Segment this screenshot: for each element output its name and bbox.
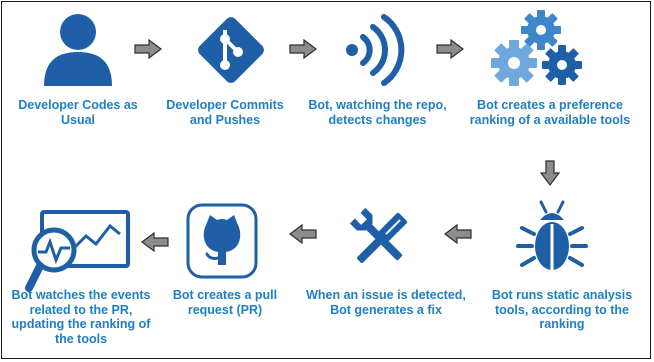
git-icon xyxy=(193,12,269,88)
tools-icon xyxy=(346,204,416,274)
step-label-commits-pushes: Developer Commits and Pushes xyxy=(166,98,284,127)
arrow-right-3 xyxy=(436,39,464,59)
arrow-left-3 xyxy=(141,232,169,252)
step-label-watches-events: Bot watches the events related to the PR… xyxy=(11,288,151,346)
arrow-right-2 xyxy=(289,39,317,59)
step-label-creates-pr: Bot creates a pull request (PR) xyxy=(172,288,278,317)
arrow-right-1 xyxy=(134,39,162,59)
step-label-developer-codes: Developer Codes as Usual xyxy=(18,98,138,127)
signal-waves-icon xyxy=(338,13,408,87)
github-icon xyxy=(186,203,258,279)
gears-icon xyxy=(486,8,584,94)
analytics-icon xyxy=(24,208,134,296)
arrow-left-1 xyxy=(444,224,472,244)
step-label-runs-analysis: Bot runs static analysis tools, accordin… xyxy=(491,288,633,331)
step-label-generates-fix: When an issue is detected, Bot generates… xyxy=(306,288,466,317)
step-label-preference-ranking: Bot creates a preference ranking of a av… xyxy=(469,98,631,127)
user-icon xyxy=(42,10,114,90)
arrow-down xyxy=(540,160,560,186)
step-label-detects-changes: Bot, watching the repo, detects changes xyxy=(308,98,447,127)
arrow-left-2 xyxy=(289,224,317,244)
bug-icon xyxy=(512,198,592,278)
